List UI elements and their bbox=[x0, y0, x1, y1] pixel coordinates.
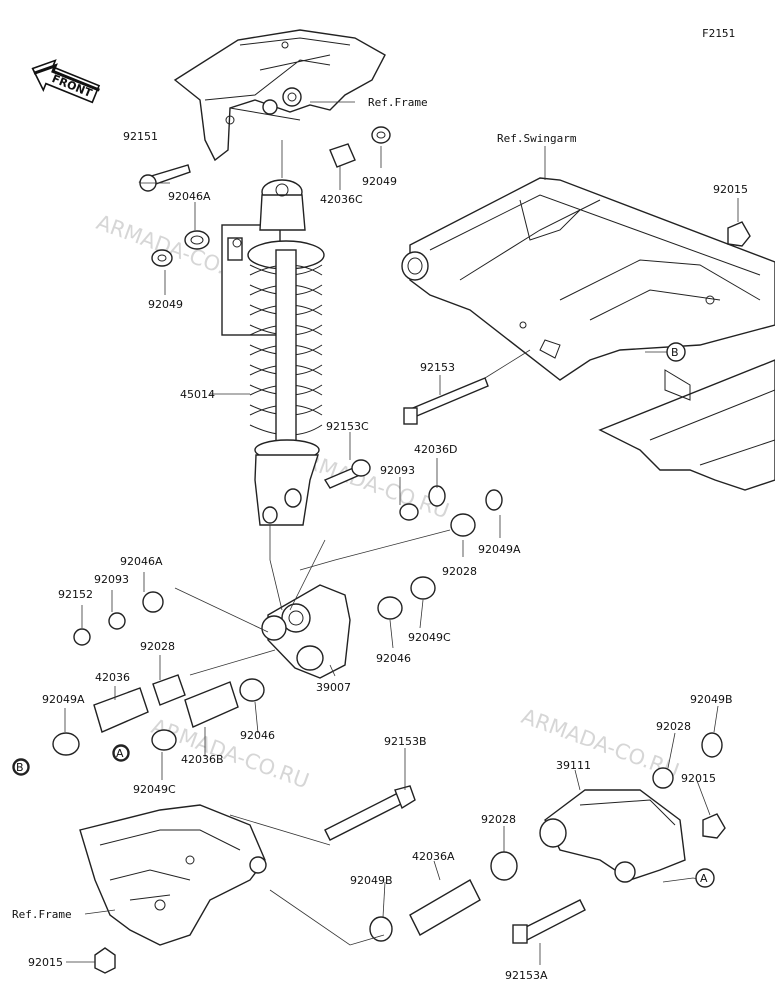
label-92152: 92152 bbox=[58, 588, 93, 601]
watermark-5: ARMADA-CO.RU bbox=[148, 714, 312, 793]
ref-frame-top: Ref.Frame bbox=[368, 96, 428, 109]
middle-parts bbox=[323, 377, 503, 620]
label-92015-low: 92015 bbox=[28, 956, 63, 969]
callout-b-upper: B bbox=[671, 346, 679, 359]
label-92028-mid: 92028 bbox=[442, 565, 477, 578]
label-92046a-top: 92046A bbox=[168, 190, 211, 203]
label-39111: 39111 bbox=[556, 759, 591, 772]
label-42036d: 42036D bbox=[414, 443, 457, 456]
label-92093-left: 92093 bbox=[94, 573, 129, 586]
front-arrow: FRONT bbox=[31, 59, 101, 104]
label-92049-top-right: 92049 bbox=[362, 175, 397, 188]
label-92049b-right: 92049B bbox=[690, 693, 733, 706]
label-42036b: 42036B bbox=[181, 753, 224, 766]
label-92028-low: 92028 bbox=[481, 813, 516, 826]
callout-b-left: B bbox=[16, 761, 24, 774]
label-42036a: 42036A bbox=[412, 850, 455, 863]
label-92049b-low: 92049B bbox=[350, 874, 393, 887]
link-39111 bbox=[369, 732, 726, 944]
label-45014: 45014 bbox=[180, 388, 215, 401]
label-92153a: 92153A bbox=[505, 969, 548, 982]
label-92049-top-left: 92049 bbox=[148, 298, 183, 311]
callout-a-left: A bbox=[116, 747, 124, 760]
label-92093-mid: 92093 bbox=[380, 464, 415, 477]
figure-code: F2151 bbox=[702, 27, 735, 40]
label-92153b: 92153B bbox=[384, 735, 427, 748]
callouts: B A B A bbox=[13, 342, 715, 888]
part-labels: 92151 92046A 92049 42036C 92049 92015 45… bbox=[28, 130, 748, 982]
label-92015-right: 92015 bbox=[681, 772, 716, 785]
label-39007: 39007 bbox=[316, 681, 351, 694]
frame-lower-bracket bbox=[79, 804, 267, 974]
link-39007 bbox=[261, 584, 351, 679]
label-42036c: 42036C bbox=[320, 193, 363, 206]
label-92049a-left: 92049A bbox=[42, 693, 85, 706]
ref-frame-lower: Ref.Frame bbox=[12, 908, 72, 921]
label-92046-mid: 92046 bbox=[376, 652, 411, 665]
label-92015-top: 92015 bbox=[713, 183, 748, 196]
label-92049a-right: 92049A bbox=[478, 543, 521, 556]
label-92028-left: 92028 bbox=[140, 640, 175, 653]
bolt-92153b bbox=[324, 785, 416, 841]
leader-lines bbox=[64, 101, 739, 965]
callout-a-lower: A bbox=[700, 872, 708, 885]
label-92049c-mid: 92049C bbox=[408, 631, 451, 644]
label-92046-low: 92046 bbox=[240, 729, 275, 742]
top-mount-parts bbox=[138, 126, 751, 267]
swingarm bbox=[401, 177, 775, 491]
label-92028-right: 92028 bbox=[656, 720, 691, 733]
label-42036: 42036 bbox=[95, 671, 130, 684]
label-92153: 92153 bbox=[420, 361, 455, 374]
label-92153c: 92153C bbox=[326, 420, 369, 433]
frame-top-bracket bbox=[173, 29, 386, 162]
label-92151: 92151 bbox=[123, 130, 158, 143]
label-92046a-left: 92046A bbox=[120, 555, 163, 568]
shock-absorber bbox=[221, 179, 325, 526]
label-92049c-low: 92049C bbox=[133, 783, 176, 796]
ref-swingarm: Ref.Swingarm bbox=[497, 132, 577, 145]
